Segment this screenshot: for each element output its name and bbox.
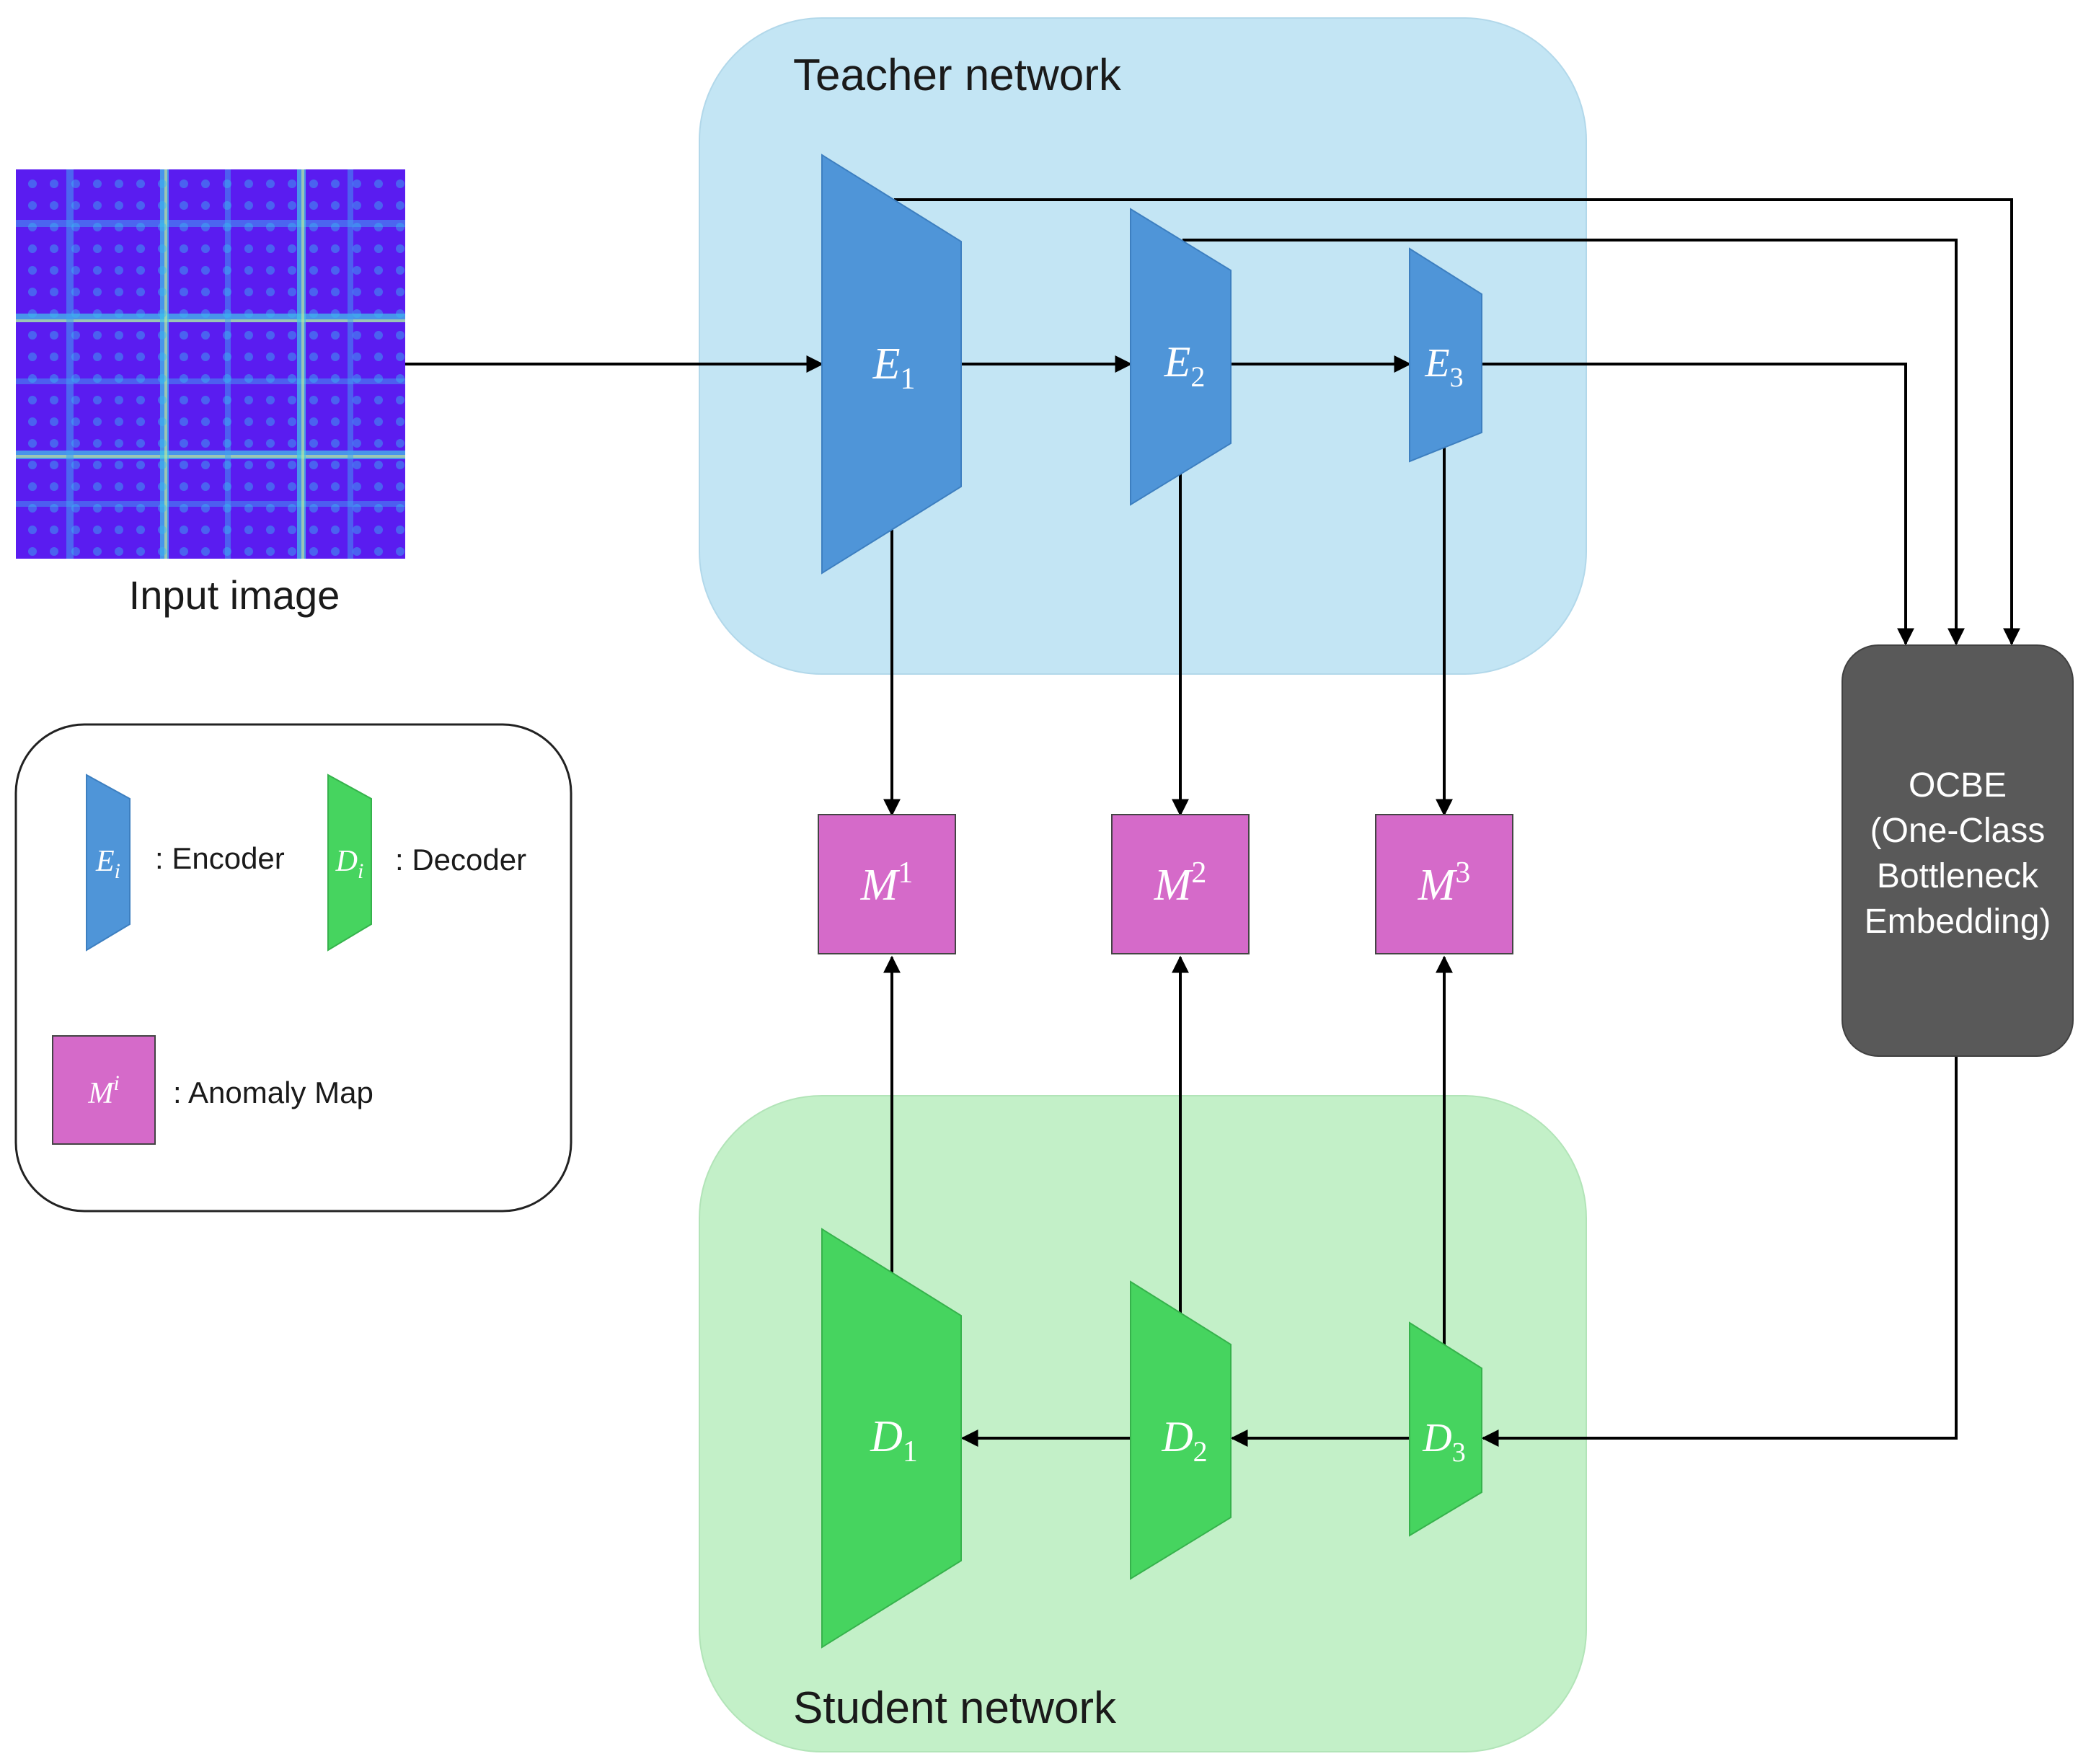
decoder-d2: D2 <box>1130 1280 1232 1580</box>
d3-symbol: D <box>1422 1416 1451 1461</box>
m1-symbol: M <box>860 861 901 910</box>
legend-map-label: : Anomaly Map <box>173 1076 373 1109</box>
e1-subscript: 1 <box>900 363 915 396</box>
svg-text:Mi: Mi <box>87 1071 119 1110</box>
input-image <box>16 169 405 559</box>
encoder-e2: E2 <box>1130 208 1232 506</box>
legend-decoder-label: : Decoder <box>395 843 526 877</box>
ocbe-line-2: (One-Class <box>1870 812 2046 850</box>
legend-map-superscript: i <box>113 1071 119 1095</box>
legend-encoder-label: : Encoder <box>155 841 285 875</box>
edge-e3-ocbe <box>1482 363 1914 646</box>
ocbe-line-3: Bottleneck <box>1877 857 2039 895</box>
input-caption: Input image <box>129 572 340 618</box>
e2-symbol: E <box>1164 338 1191 386</box>
legend-encoder-symbol: E <box>95 845 115 878</box>
anomaly-map-m3: M3 <box>1375 814 1513 954</box>
decoder-d1: D1 <box>821 1228 962 1649</box>
teacher-title: Teacher network <box>793 50 1122 100</box>
legend-map-symbol: M <box>87 1077 115 1110</box>
d2-symbol: D <box>1161 1413 1193 1461</box>
d1-subscript: 1 <box>903 1435 918 1468</box>
svg-text:D2: D2 <box>1161 1413 1207 1468</box>
svg-text:M3: M3 <box>1418 856 1471 910</box>
anomaly-map-m1: M1 <box>818 814 956 954</box>
d1-symbol: D <box>870 1412 903 1461</box>
svg-text:E1: E1 <box>872 340 916 396</box>
encoder-e3: E3 <box>1409 247 1482 463</box>
edge-e1-ocbe <box>894 198 2020 646</box>
m2-symbol: M <box>1154 861 1194 910</box>
e2-subscript: 2 <box>1190 360 1205 393</box>
ocbe-block: OCBE (One-Class Bottleneck Embedding) <box>1842 644 2074 1057</box>
d2-subscript: 2 <box>1193 1435 1208 1468</box>
d3-subscript: 3 <box>1452 1437 1466 1468</box>
legend-encoder-swatch <box>86 774 131 952</box>
svg-text:M1: M1 <box>860 856 914 910</box>
ocbe-line-4: Embedding) <box>1865 903 2051 941</box>
e3-symbol: E <box>1424 341 1449 386</box>
encoder-e1: E1 <box>821 154 962 575</box>
anomaly-map-m2: M2 <box>1111 814 1250 954</box>
m2-superscript: 2 <box>1191 856 1206 890</box>
student-title: Student network <box>793 1683 1117 1733</box>
e3-subscript: 3 <box>1450 363 1464 393</box>
svg-text:E3: E3 <box>1424 341 1463 393</box>
legend-decoder-subscript: i <box>358 859 363 883</box>
decoder-d3: D3 <box>1409 1321 1482 1537</box>
svg-text:M2: M2 <box>1154 856 1207 910</box>
legend: Ei : Encoder Di : Decoder Mi : Anomaly M… <box>14 723 572 1213</box>
e1-symbol: E <box>872 340 901 389</box>
legend-map-swatch <box>52 1035 156 1145</box>
svg-text:Di: Di <box>335 845 364 883</box>
svg-text:E2: E2 <box>1164 338 1206 393</box>
legend-decoder-symbol: D <box>335 845 358 878</box>
legend-decoder-swatch <box>327 774 372 952</box>
m3-symbol: M <box>1418 861 1458 910</box>
svg-text:D3: D3 <box>1422 1416 1465 1468</box>
m1-superscript: 1 <box>898 856 913 890</box>
svg-text:D1: D1 <box>870 1412 918 1468</box>
edge-e2-ocbe <box>1182 239 1965 646</box>
ocbe-line-1: OCBE <box>1909 766 2007 805</box>
edges <box>405 198 2020 1447</box>
legend-encoder-subscript: i <box>115 859 120 883</box>
svg-text:Ei: Ei <box>95 845 120 883</box>
m3-superscript: 3 <box>1455 856 1470 890</box>
edge-ocbe-d3 <box>1481 1056 1958 1447</box>
